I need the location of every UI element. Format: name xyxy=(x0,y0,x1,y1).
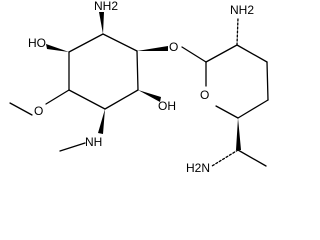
wedge-c5s-side xyxy=(236,118,241,150)
bond-c5-o-methoxy xyxy=(45,89,70,105)
atom-nh-methylamino: NH xyxy=(85,135,102,149)
bond-c2s-c3s xyxy=(236,44,268,63)
wedge-c3-oh xyxy=(138,90,161,102)
wedge-c6-ho xyxy=(46,44,69,52)
wedge-c2-o xyxy=(137,46,168,51)
atom-o-methoxy: O xyxy=(34,104,43,118)
bond-c3-c4 xyxy=(104,89,139,110)
atom-nh2-top: NH2 xyxy=(94,0,118,13)
bond-c1-c2 xyxy=(102,33,138,52)
atom-h2n-bottom: H2N xyxy=(186,161,210,175)
wedge-c4-nh xyxy=(98,109,105,134)
bond-c3s-c4s xyxy=(266,61,269,101)
bond-nh-ch3 xyxy=(59,142,86,152)
atom-nh2-sugar-top: NH2 xyxy=(230,3,254,17)
molecule-svg: NH2 HO O NH OH O NH2 O H2N xyxy=(9,0,269,175)
bond-c4s-c5s xyxy=(237,99,269,119)
structure-diagram: NH2 HO O NH OH O NH2 O H2N xyxy=(9,0,269,175)
bond-side-ch3 xyxy=(237,149,267,167)
bond-c2-c3 xyxy=(136,50,139,91)
bond-side-nh2 xyxy=(211,149,239,167)
bond-c2s-nh2 xyxy=(236,17,239,46)
atom-ho-left: HO xyxy=(28,36,46,50)
bond-anomeric-c2s xyxy=(205,44,238,63)
bond-c4-c5 xyxy=(68,89,106,110)
bond-o-anomeric xyxy=(181,46,207,63)
bond-c6-c1 xyxy=(68,33,104,53)
atom-oh-right: OH xyxy=(158,99,176,113)
atom-o-glycosidic: O xyxy=(169,40,178,54)
wedge-c1-nh2 xyxy=(99,12,104,34)
bond-o-methoxy-ch3 xyxy=(9,102,33,116)
bond-c5s-o-ring xyxy=(215,105,239,119)
atom-o-ring: O xyxy=(200,88,209,102)
